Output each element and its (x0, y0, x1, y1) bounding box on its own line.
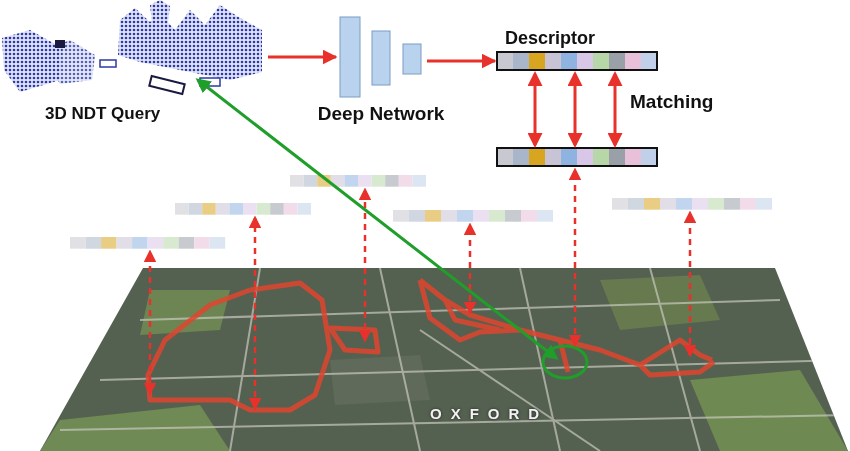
point-cloud-query: 3D NDT Query (0, 0, 265, 100)
node-heading: Descriptor (505, 27, 595, 49)
map-place-name: OXFORD (430, 405, 548, 422)
descriptor-bar: Descriptor (497, 52, 657, 70)
flow-arrow (268, 56, 336, 59)
flow-arrow (427, 60, 495, 63)
node-heading: 3D NDT Query (45, 103, 160, 125)
matching-label: Matching (630, 91, 713, 113)
node-heading: Deep Network (318, 103, 445, 125)
network-block: Deep Network (338, 15, 424, 99)
